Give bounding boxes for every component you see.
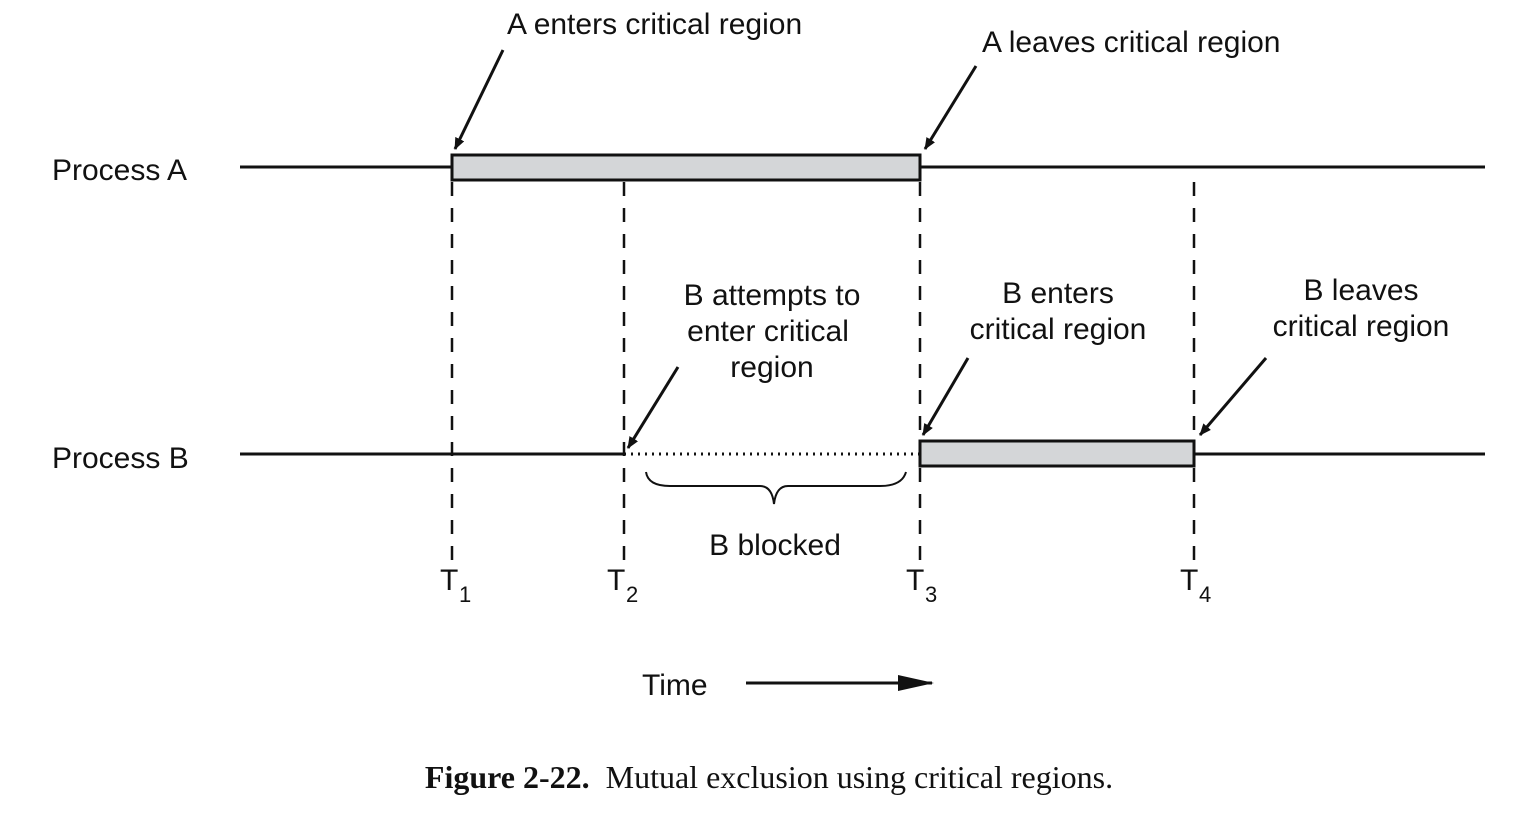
figure-caption-text: Mutual exclusion using critical regions.: [606, 759, 1113, 795]
svg-text:2: 2: [626, 582, 638, 607]
time-label-t3: T 3: [906, 564, 937, 607]
svg-text:T: T: [1180, 564, 1198, 597]
svg-text:T: T: [440, 564, 458, 597]
b-leaves-label-line1: B leaves: [1303, 274, 1418, 307]
svg-text:T: T: [607, 564, 625, 597]
b-attempts-label-line2: enter critical: [687, 315, 849, 348]
time-axis-label: Time: [642, 669, 708, 702]
b-attempts-arrow: [626, 366, 680, 449]
b-enters-label-line2: critical region: [970, 313, 1147, 346]
process-b-label: Process B: [52, 442, 189, 475]
svg-text:1: 1: [459, 582, 471, 607]
svg-text:4: 4: [1199, 582, 1211, 607]
a-enters-arrow: [453, 49, 505, 150]
time-label-t2: T 2: [607, 564, 638, 607]
a-enters-label: A enters critical region: [507, 8, 802, 41]
b-blocked-brace: [645, 471, 907, 505]
process-b-critical-region: [918, 439, 1196, 468]
time-label-t4: T 4: [1180, 564, 1211, 607]
svg-text:3: 3: [925, 582, 937, 607]
svg-text:T: T: [906, 564, 924, 597]
process-a-critical-region: [450, 153, 922, 182]
b-enters-arrow: [921, 357, 970, 436]
time-label-t1: T 1: [440, 564, 471, 607]
figure-caption: Figure 2-22. Mutual exclusion using crit…: [425, 759, 1113, 795]
process-a-label: Process A: [52, 154, 187, 187]
b-leaves-arrow: [1198, 357, 1268, 436]
b-attempts-label-line1: B attempts to: [684, 279, 861, 312]
figure-number: Figure 2-22.: [425, 759, 590, 795]
b-leaves-label-line2: critical region: [1273, 310, 1450, 343]
b-blocked-label: B blocked: [709, 529, 841, 562]
b-attempts-label-line3: region: [730, 351, 813, 384]
b-enters-label-line1: B enters: [1002, 277, 1114, 310]
a-leaves-arrow: [923, 65, 978, 150]
a-leaves-label: A leaves critical region: [982, 26, 1280, 59]
